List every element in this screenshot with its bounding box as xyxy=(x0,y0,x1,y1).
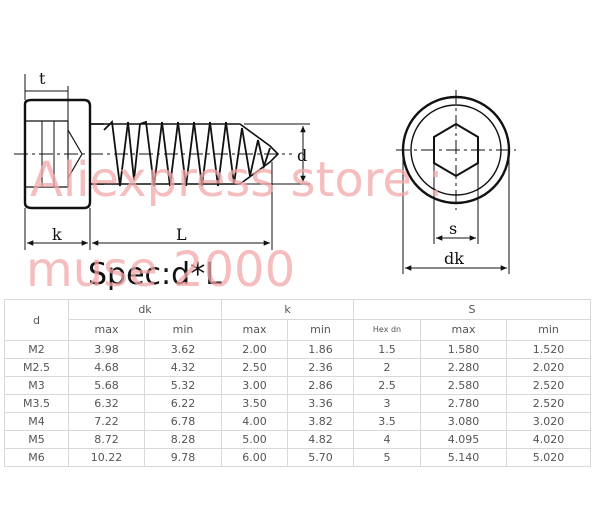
cell: 2.00 xyxy=(221,340,289,359)
cell: 1.5 xyxy=(353,340,422,359)
cell: 5.00 xyxy=(221,430,289,449)
table-header-sub: max min max min Hex dn max min xyxy=(5,319,592,341)
cell: 6.32 xyxy=(68,394,145,413)
cell: 3.62 xyxy=(143,340,223,359)
screw-diagram: t k L d s dk Spec:d*L Aliexpress xyxy=(14,69,516,290)
table-row: M6 10.22 9.78 6.00 5.70 5 5.140 5.020 xyxy=(4,448,592,467)
cell: 1.86 xyxy=(287,340,355,359)
cell: 2 xyxy=(353,358,422,377)
cell-d: M2 xyxy=(4,340,69,359)
cell: 4.68 xyxy=(68,358,145,377)
dimension-s xyxy=(433,163,479,244)
cell: 7.22 xyxy=(68,412,145,431)
cell: 5.32 xyxy=(143,376,223,395)
table-row: M3.5 6.32 6.22 3.50 3.36 3 2.780 2.520 xyxy=(4,394,592,413)
table-row: M2 3.98 3.62 2.00 1.86 1.5 1.580 1.520 xyxy=(4,340,592,359)
cell: 2.50 xyxy=(221,358,289,377)
cell: 5.68 xyxy=(68,376,145,395)
dimension-d xyxy=(244,123,310,185)
cell: 3.020 xyxy=(506,412,592,431)
cell: 4.32 xyxy=(143,358,223,377)
header-hex-dn: Hex dn xyxy=(353,319,422,341)
watermark-line1: Aliexpress store : xyxy=(30,152,443,208)
cell: 4.82 xyxy=(287,430,355,449)
cell: 9.78 xyxy=(143,448,223,467)
cell: 2.5 xyxy=(353,376,422,395)
header-k: k xyxy=(221,299,355,320)
cell: 4.095 xyxy=(420,430,508,449)
cell: 6.78 xyxy=(143,412,223,431)
cell: 6.22 xyxy=(143,394,223,413)
cell: 3.5 xyxy=(353,412,422,431)
cell-d: M6 xyxy=(4,448,69,467)
cell: 2.580 xyxy=(420,376,508,395)
cell: 6.00 xyxy=(221,448,289,467)
label-L: L xyxy=(176,225,187,244)
header-s-min: min xyxy=(506,319,592,341)
cell: 8.28 xyxy=(143,430,223,449)
cell: 3 xyxy=(353,394,422,413)
header-dk-max: max xyxy=(68,319,145,341)
header-d: d xyxy=(4,299,69,341)
cell: 2.86 xyxy=(287,376,355,395)
header-dk: dk xyxy=(67,299,223,320)
cell: 2.36 xyxy=(287,358,355,377)
cell: 5.140 xyxy=(420,448,508,467)
spec-table: d dk k S max min max min Hex dn max min … xyxy=(4,299,592,467)
cell: 3.00 xyxy=(221,376,289,395)
cell: 1.580 xyxy=(420,340,508,359)
table-row: M4 7.22 6.78 4.00 3.82 3.5 3.080 3.020 xyxy=(4,412,592,431)
cell: 3.82 xyxy=(287,412,355,431)
spec-text: Spec:d*L xyxy=(88,257,222,290)
cell-d: M4 xyxy=(4,412,69,431)
cell: 3.50 xyxy=(221,394,289,413)
cell: 5 xyxy=(353,448,422,467)
cell: 4 xyxy=(353,430,422,449)
header-s-max: max xyxy=(420,319,508,341)
cell: 2.020 xyxy=(506,358,592,377)
cell: 3.98 xyxy=(68,340,145,359)
dimension-dk xyxy=(402,150,510,274)
cell-d: M3 xyxy=(4,376,69,395)
cell-d: M3.5 xyxy=(4,394,69,413)
table-row: M3 5.68 5.32 3.00 2.86 2.5 2.580 2.520 xyxy=(4,376,592,395)
screw-side-view xyxy=(14,98,292,210)
cell-d: M5 xyxy=(4,430,69,449)
dimension-k-L xyxy=(24,162,273,250)
cell: 4.020 xyxy=(506,430,592,449)
cell: 8.72 xyxy=(68,430,145,449)
table-row: M5 8.72 8.28 5.00 4.82 4 4.095 4.020 xyxy=(4,430,592,449)
cell: 5.020 xyxy=(506,448,592,467)
watermark-line2: muse 2000 xyxy=(26,242,295,290)
cell: 2.520 xyxy=(506,394,592,413)
header-k-max: max xyxy=(221,319,289,341)
header-s: S xyxy=(353,299,592,320)
cell: 1.520 xyxy=(506,340,592,359)
label-s: s xyxy=(449,219,457,238)
cell: 3.36 xyxy=(287,394,355,413)
cell: 2.520 xyxy=(506,376,592,395)
cell: 2.780 xyxy=(420,394,508,413)
cell: 3.080 xyxy=(420,412,508,431)
header-k-min: min xyxy=(287,319,355,341)
cell: 10.22 xyxy=(68,448,145,467)
label-dk: dk xyxy=(444,249,464,268)
label-d: d xyxy=(297,146,307,165)
table-row: M2.5 4.68 4.32 2.50 2.36 2 2.280 2.020 xyxy=(4,358,592,377)
cell: 2.280 xyxy=(420,358,508,377)
table-header-groups: d dk k S xyxy=(4,299,592,341)
header-dk-min: min xyxy=(143,319,223,341)
cell: 5.70 xyxy=(287,448,355,467)
dimension-t xyxy=(24,74,69,121)
cell-d: M2.5 xyxy=(4,358,69,377)
cell: 4.00 xyxy=(221,412,289,431)
label-t: t xyxy=(39,69,46,88)
label-k: k xyxy=(52,225,62,244)
